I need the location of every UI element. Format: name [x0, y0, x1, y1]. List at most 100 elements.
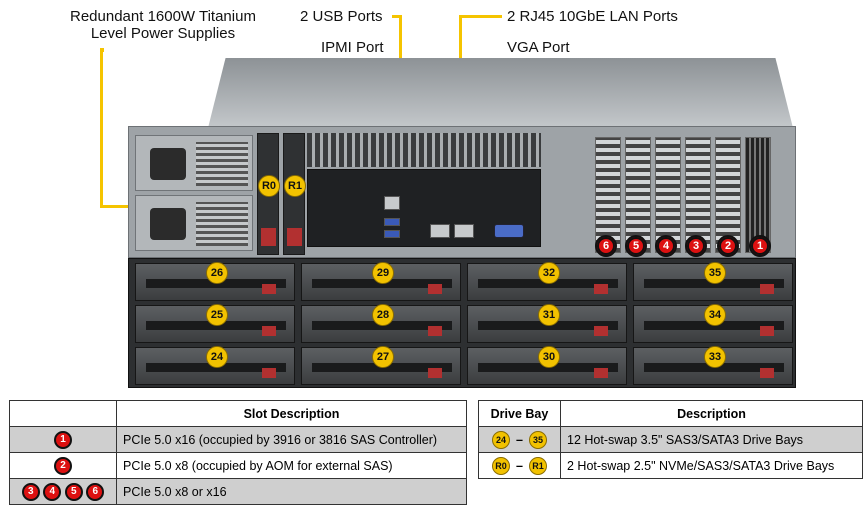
table-row: R0–R1 2 Hot-swap 2.5" NVMe/SAS3/SATA3 Dr… — [478, 452, 863, 479]
badge-drive-bay: 26 — [206, 262, 228, 284]
drive-tray: 35 — [633, 262, 793, 301]
usb-port-2 — [384, 230, 400, 238]
psu-callout: Redundant 1600W Titanium Level Power Sup… — [70, 8, 256, 42]
bay-badge-from: R0 — [492, 456, 511, 475]
badge-slot-4: 4 — [655, 235, 677, 257]
table-row: 3 4 5 6 PCIe 5.0 x8 or x16 — [9, 478, 467, 505]
slot-desc: PCIe 5.0 x16 (occupied by 3916 or 3816 S… — [116, 426, 467, 453]
drive-tray: 32 — [467, 262, 627, 301]
usb-leader-h — [392, 15, 402, 18]
bay-header: Drive Bay — [478, 400, 561, 427]
drive-tray: 31 — [467, 304, 627, 343]
psu-vent — [196, 202, 248, 246]
pcie-slot-2 — [715, 137, 741, 253]
drive-tray: 29 — [301, 262, 461, 301]
slot-badge: 5 — [64, 482, 83, 501]
slot-header: Slot Description — [116, 400, 467, 427]
slot-badges: 3 4 5 6 — [9, 478, 117, 505]
drive-latch — [428, 284, 442, 294]
range-dash: – — [516, 432, 523, 447]
lan-port-2 — [454, 224, 474, 238]
slot-badge: 3 — [21, 482, 40, 501]
drive-latch — [594, 326, 608, 336]
slot-desc: PCIe 5.0 x8 or x16 — [116, 478, 467, 505]
badge-r1: R1 — [284, 175, 306, 197]
bay-badge-to: R1 — [528, 456, 547, 475]
vga-port — [494, 224, 524, 238]
pcie-slot-3 — [685, 137, 711, 253]
badge-drive-bay: 29 — [372, 262, 394, 284]
io-grill — [307, 133, 541, 167]
badge-slot-3: 3 — [685, 235, 707, 257]
range-dash: – — [516, 458, 523, 473]
drive-latch — [760, 284, 774, 294]
badge-r0: R0 — [258, 175, 280, 197]
drive-tray: 33 — [633, 346, 793, 385]
slot-header-blank — [9, 400, 117, 427]
badge-drive-bay: 31 — [538, 304, 560, 326]
slot-badges: 1 — [9, 426, 117, 453]
vga-callout: VGA Port — [507, 39, 570, 56]
badge-slot-1: 1 — [749, 235, 771, 257]
ipmi-port — [384, 196, 400, 210]
ipmi-callout: IPMI Port — [321, 39, 384, 56]
power-socket-icon — [150, 148, 186, 180]
drive-latch — [760, 326, 774, 336]
drive-latch — [287, 228, 302, 246]
badge-drive-bay: 28 — [372, 304, 394, 326]
drive-latch — [760, 368, 774, 378]
psu-vent — [196, 142, 248, 186]
badge-slot-5: 5 — [625, 235, 647, 257]
badge-drive-bay: 30 — [538, 346, 560, 368]
power-socket-icon — [150, 208, 186, 240]
bay-badge-to: 35 — [528, 430, 547, 449]
table-row: 1 PCIe 5.0 x16 (occupied by 3916 or 3816… — [9, 426, 467, 453]
bay-badge-from: 24 — [492, 430, 511, 449]
bay-range: 24–35 — [478, 426, 561, 453]
bay-desc-header: Description — [560, 400, 863, 427]
badge-slot-2: 2 — [717, 235, 739, 257]
slot-badges: 2 — [9, 452, 117, 479]
chassis-top-cover — [208, 58, 793, 128]
lan-leader-h — [459, 15, 502, 18]
front-drive-bays: 26 29 32 35 25 28 31 34 24 27 30 33 — [128, 258, 796, 388]
badge-drive-bay: 33 — [704, 346, 726, 368]
psu-leader-v — [100, 48, 103, 208]
badge-drive-bay: 25 — [206, 304, 228, 326]
usb-callout: 2 USB Ports — [300, 8, 383, 25]
usb-port-1 — [384, 218, 400, 226]
bay-desc: 12 Hot-swap 3.5" SAS3/SATA3 Drive Bays — [560, 426, 863, 453]
slot-badge: 1 — [54, 430, 72, 449]
lan-callout: 2 RJ45 10GbE LAN Ports — [507, 8, 678, 25]
drive-latch — [262, 326, 276, 336]
badge-slot-6: 6 — [595, 235, 617, 257]
pcie-slot-6 — [595, 137, 621, 253]
bay-range: R0–R1 — [478, 452, 561, 479]
slot-desc: PCIe 5.0 x8 (occupied by AOM for externa… — [116, 452, 467, 479]
lan-port-1 — [430, 224, 450, 238]
power-supply-2 — [135, 195, 253, 251]
pcie-slot-1 — [745, 137, 771, 253]
drive-tray: 30 — [467, 346, 627, 385]
table-row: 2 PCIe 5.0 x8 (occupied by AOM for exter… — [9, 452, 467, 479]
drive-latch — [428, 368, 442, 378]
drive-latch — [594, 368, 608, 378]
pcie-slot-4 — [655, 137, 681, 253]
pcie-slot-5 — [625, 137, 651, 253]
server-chassis: R0 R1 6 5 4 3 2 1 26 29 32 35 25 28 31 34 24 27 30… — [128, 58, 796, 388]
drive-latch — [262, 368, 276, 378]
table-row: 24–35 12 Hot-swap 3.5" SAS3/SATA3 Drive … — [478, 426, 863, 453]
slot-description-table: Slot Description 1 PCIe 5.0 x16 (occupie… — [9, 400, 467, 505]
drive-tray: 34 — [633, 304, 793, 343]
drive-tray: 25 — [135, 304, 295, 343]
drive-bay-table: Drive Bay Description 24–35 12 Hot-swap … — [478, 400, 863, 479]
badge-drive-bay: 32 — [538, 262, 560, 284]
drive-latch — [428, 326, 442, 336]
psu-leader-end — [100, 205, 152, 208]
badge-drive-bay: 27 — [372, 346, 394, 368]
slot-badge: 6 — [86, 482, 105, 501]
power-supply-1 — [135, 135, 253, 191]
drive-tray: 28 — [301, 304, 461, 343]
drive-latch — [594, 284, 608, 294]
badge-drive-bay: 24 — [206, 346, 228, 368]
